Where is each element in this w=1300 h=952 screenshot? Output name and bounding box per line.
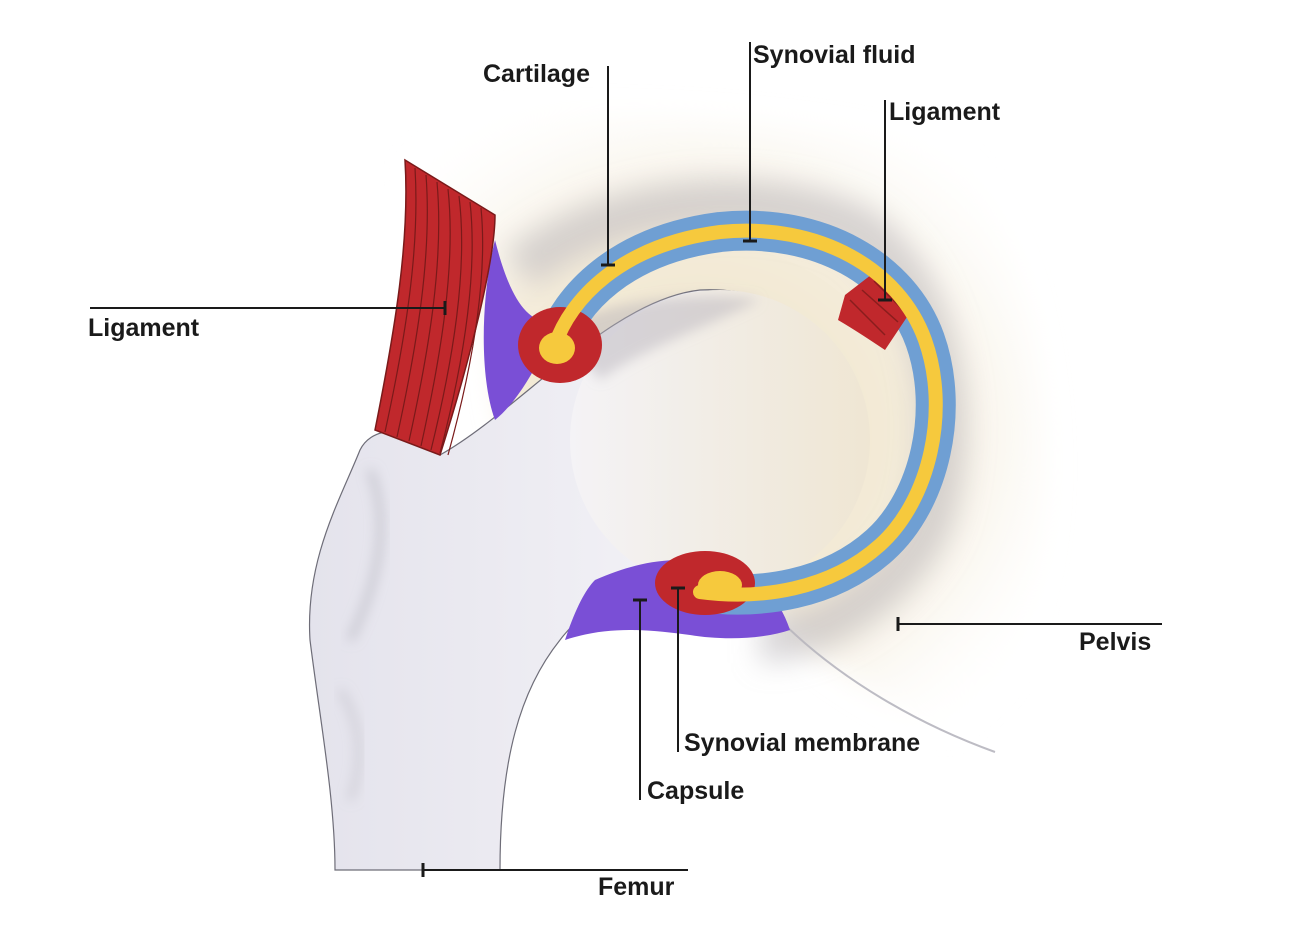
femur-bone (308, 289, 870, 871)
label-femur: Femur (598, 873, 675, 901)
leader-lines (90, 42, 1162, 877)
labels: Cartilage Synovial fluid Ligament Ligame… (88, 41, 1151, 901)
label-cartilage: Cartilage (483, 60, 590, 88)
label-synovial-fluid: Synovial fluid (753, 41, 916, 69)
label-pelvis: Pelvis (1079, 628, 1151, 656)
label-capsule: Capsule (647, 777, 744, 805)
label-ligament-left: Ligament (88, 314, 200, 342)
label-ligament-right: Ligament (889, 98, 1001, 126)
label-synovial-membrane: Synovial membrane (684, 729, 920, 757)
synovial-fluid (539, 223, 943, 602)
